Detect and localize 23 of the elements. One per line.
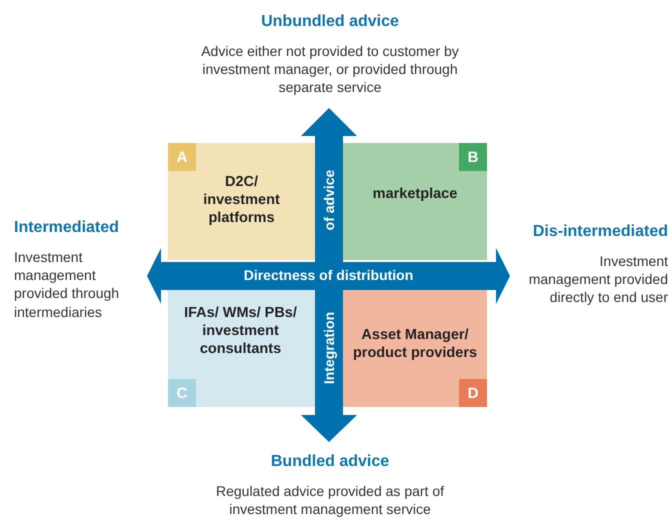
axis-label: of advice	[320, 170, 338, 230]
axis-label: Integration	[320, 312, 338, 384]
quadrant-letter: C	[168, 379, 196, 407]
provider-quadrant	[343, 290, 487, 407]
quadrant-letter: B	[459, 143, 487, 171]
axis-description: Advice either not provided to customer by investment manager, or provided through separate service	[200, 42, 460, 97]
axis-heading: Dis-intermediated	[532, 222, 668, 242]
quadrant-label: Asset Manager/ product providers	[352, 326, 478, 362]
marketplace-quadrant	[343, 143, 487, 260]
intermediary-quadrant	[168, 290, 315, 407]
quadrant-label: IFAs/ WMs/ PBs/ investment consultants	[183, 304, 298, 358]
axis-description: Investment management provided directly to end user	[528, 252, 668, 307]
axis-description: Regulated advice provided as part of investment management service	[214, 482, 446, 518]
axis-heading: Intermediated	[14, 218, 120, 238]
axis-label: Directness of distribution	[242, 266, 414, 284]
axis-description: Investment management provided through intermediaries	[14, 248, 120, 321]
axis-heading: Bundled advice	[270, 452, 390, 472]
quadrant-letter: D	[459, 379, 487, 407]
axis-heading: Unbundled advice	[260, 12, 400, 32]
platform-quadrant	[168, 143, 315, 260]
quadrant-label: D2C/ investment platforms	[202, 173, 281, 228]
quadrant-label: marketplace	[372, 185, 458, 204]
quadrant-letter: A	[168, 143, 196, 171]
